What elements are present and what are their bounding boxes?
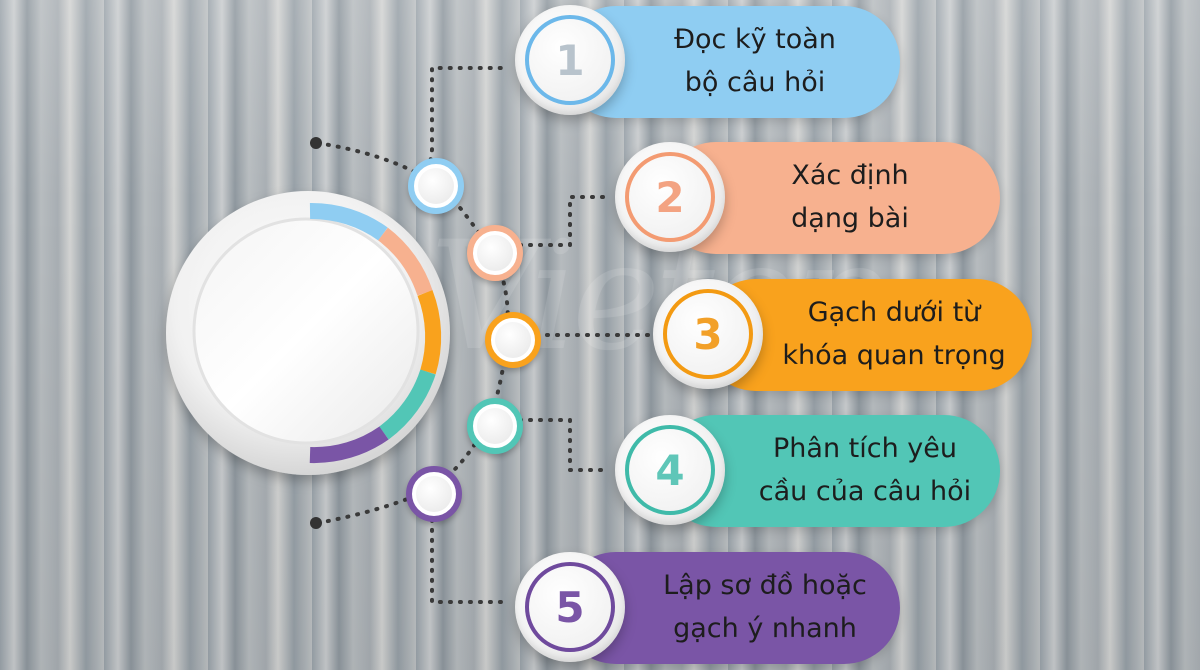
step-3-number-ring <box>663 289 753 379</box>
step-2-line-2: dạng bài <box>791 203 909 234</box>
step-3-line-2: khóa quan trọng <box>782 340 1006 371</box>
step-2-line-1: Xác định <box>791 160 909 191</box>
wheel-segment-2 <box>377 227 433 296</box>
step-1-label: Đọc kỹ toàn bộ câu hỏi <box>640 16 870 106</box>
main-wheel <box>166 191 450 475</box>
node-step-2 <box>467 225 523 281</box>
step-1-number: 1 <box>555 35 585 85</box>
step-4-line-2: cầu của câu hỏi <box>758 476 972 507</box>
connector-step-1 <box>426 66 507 182</box>
step-4-line-1: Phân tích yêu <box>773 433 957 464</box>
connector-step-5 <box>428 488 507 604</box>
step-5-line-2: gạch ý nhanh <box>673 613 857 644</box>
wheel-segment-4 <box>379 369 436 440</box>
step-3-number-badge: 3 <box>653 279 763 389</box>
step-2-number-badge: 2 <box>615 142 725 252</box>
step-5-number-badge: 5 <box>515 552 625 662</box>
step-2-label: Xác định dạng bài <box>740 152 960 242</box>
step-5-label: Lập sơ đồ hoặc gạch ý nhanh <box>640 562 890 652</box>
step-4-number: 4 <box>655 445 685 495</box>
step-4-number-ring <box>625 425 715 515</box>
step-4-label: Phân tích yêu cầu của câu hỏi <box>740 425 990 515</box>
node-step-3 <box>485 312 541 368</box>
step-1-line-1: Đọc kỹ toàn <box>674 24 836 55</box>
step-5-number: 5 <box>555 582 585 632</box>
step-2-number-ring <box>625 152 715 242</box>
step-4-number-badge: 4 <box>615 415 725 525</box>
node-step-1 <box>408 158 464 214</box>
connector-dot-top <box>310 137 322 149</box>
node-step-4 <box>467 398 523 454</box>
wheel-segment-3 <box>417 290 442 375</box>
connector-step-2 <box>488 195 612 247</box>
step-5-line-1: Lập sơ đồ hoặc <box>663 570 867 601</box>
connector-dot-bottom <box>310 517 322 529</box>
wheel-segment-5 <box>309 426 389 464</box>
step-3-number: 3 <box>693 309 723 359</box>
step-1-line-2: bộ câu hỏi <box>684 67 826 98</box>
step-1-number-badge: 1 <box>515 5 625 115</box>
node-step-5 <box>406 466 462 522</box>
step-3-label: Gạch dưới từ khóa quan trọng <box>768 289 1020 379</box>
step-2-number: 2 <box>655 172 685 222</box>
step-3-line-1: Gạch dưới từ <box>807 297 981 328</box>
connector-step-4 <box>488 418 612 472</box>
step-5-number-ring <box>525 562 615 652</box>
step-1-number-ring <box>525 15 615 105</box>
wheel-segment-1 <box>309 202 388 241</box>
